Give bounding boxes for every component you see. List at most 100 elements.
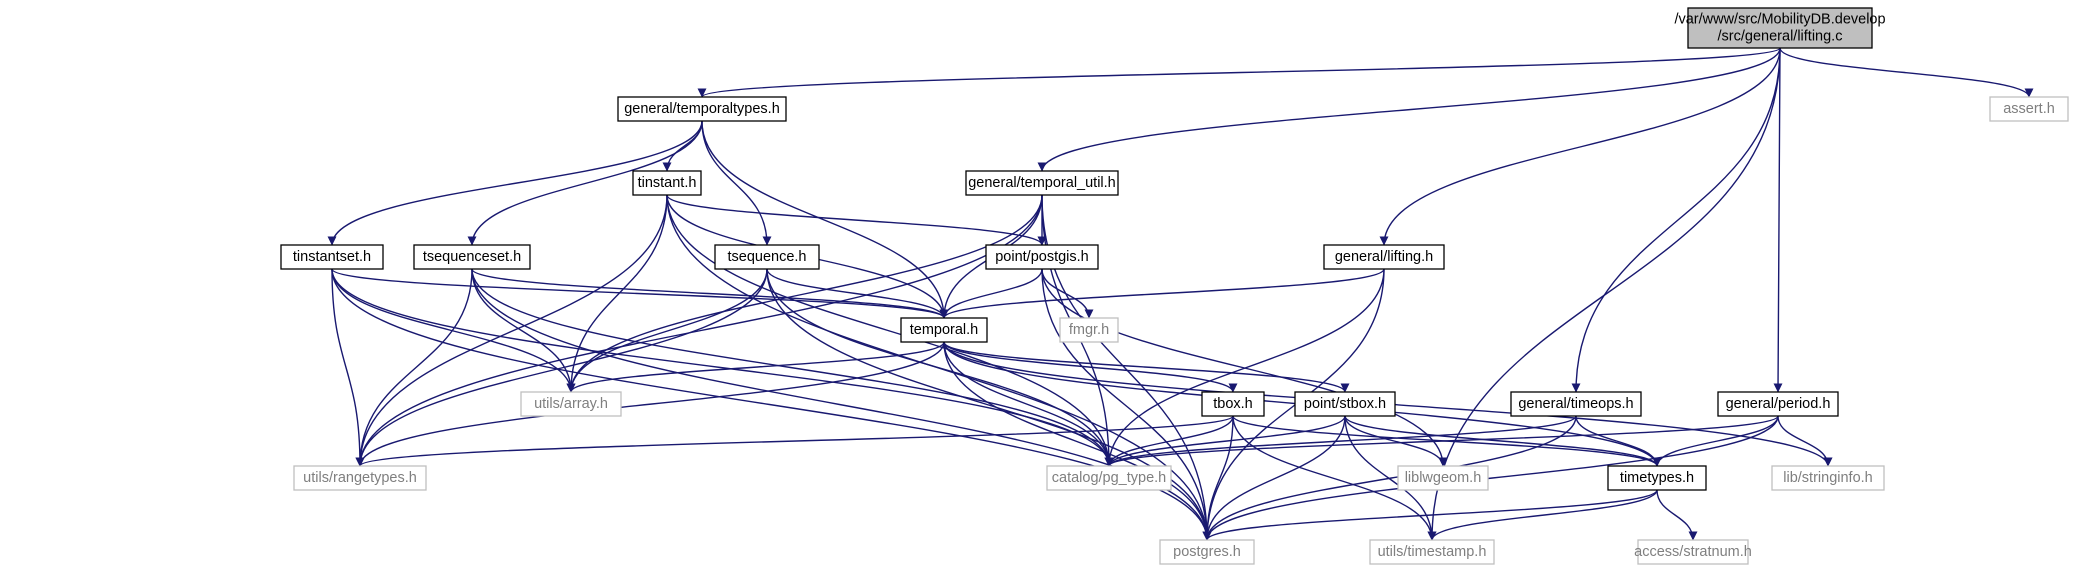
node-postgres: postgres.h (1159, 539, 1255, 565)
edge-postgis-to-postgres (1041, 268, 1212, 541)
node-timestamp: utils/timestamp.h (1369, 539, 1495, 565)
node-box (1717, 391, 1839, 417)
node-box (1989, 96, 2069, 122)
node-tinstantset[interactable]: tinstantset.h (280, 244, 384, 270)
node-label: /var/www/src/MobilityDB.develop (1674, 12, 1885, 28)
edge-lifting_c-to-timestamp (1427, 47, 1781, 541)
node-box (1510, 391, 1642, 417)
edge-temporal-to-pg_type (943, 341, 1114, 467)
edge-tsequenceset-to-pg_type (471, 268, 1114, 467)
edge-tbox-to-pg_type (1104, 415, 1234, 467)
node-box (1687, 7, 1873, 49)
node-temporaltypes[interactable]: general/temporaltypes.h (617, 96, 787, 122)
node-box (1369, 539, 1495, 565)
edge-tbox-to-timestamp (1232, 415, 1437, 541)
edge-temporal-to-array (566, 341, 945, 393)
node-label: timetypes.h (1620, 470, 1694, 486)
node-box (1046, 465, 1172, 491)
edge-temporal-to-tbox (943, 341, 1238, 393)
edge-lifting_c-to-temporaltypes (697, 47, 1781, 98)
edge-stbox-to-liblwgeom (1344, 415, 1448, 467)
node-box (280, 244, 384, 270)
node-box (1637, 539, 1749, 565)
node-box (1323, 244, 1445, 270)
node-box (1294, 391, 1396, 417)
edge-temporal-to-postgres (943, 341, 1212, 541)
edge-tsequence-to-postgres (766, 268, 1212, 541)
edge-stbox-to-postgres (1202, 415, 1346, 541)
node-liblwgeom: liblwgeom.h (1397, 465, 1489, 491)
edge-tinstant-to-rangetypes (355, 194, 668, 467)
node-temporal-util[interactable]: general/temporal_util.h (965, 170, 1119, 196)
edge-temporaltypes-to-tinstant (662, 120, 703, 172)
node-label: temporal.h (910, 322, 979, 338)
node-timetypes[interactable]: timetypes.h (1607, 465, 1707, 491)
edge-tinstant-to-array (566, 194, 668, 393)
node-label: point/postgis.h (995, 249, 1089, 265)
edge-lifting_c-to-period (1773, 47, 1783, 393)
node-tinstant[interactable]: tinstant.h (632, 170, 702, 196)
node-label: general/period.h (1726, 396, 1831, 412)
node-lifting-h[interactable]: general/lifting.h (1323, 244, 1445, 270)
node-period[interactable]: general/period.h (1717, 391, 1839, 417)
node-box (965, 170, 1119, 196)
node-box (617, 96, 787, 122)
edge-tsequence-to-pg_type (766, 268, 1114, 467)
node-temporal[interactable]: temporal.h (900, 317, 988, 343)
node-box (900, 317, 988, 343)
node-stratnum: access/stratnum.h (1634, 539, 1752, 565)
node-rangetypes: utils/rangetypes.h (293, 465, 427, 491)
node-label: general/temporal_util.h (968, 175, 1116, 191)
node-label: tsequenceset.h (423, 249, 521, 265)
edge-tsequence-to-rangetypes (355, 268, 768, 467)
node-label: tinstant.h (638, 175, 697, 191)
edge-timeops-to-pg_type (1104, 415, 1577, 467)
node-tsequence[interactable]: tsequence.h (714, 244, 820, 270)
edge-period-to-timetypes (1652, 415, 1779, 467)
node-box (1771, 465, 1885, 491)
edge-tsequenceset-to-array (471, 268, 576, 393)
node-label: lib/stringinfo.h (1783, 470, 1872, 486)
node-label: tsequence.h (727, 249, 806, 265)
node-array: utils/array.h (520, 391, 622, 417)
node-box (1201, 391, 1265, 417)
edge-tinstantset-to-temporal (331, 268, 949, 319)
node-box (1059, 317, 1119, 343)
node-box (1159, 539, 1255, 565)
node-label: liblwgeom.h (1405, 470, 1482, 486)
node-label: access/stratnum.h (1634, 544, 1752, 560)
edge-timetypes-to-postgres (1202, 489, 1658, 541)
node-tsequenceset[interactable]: tsequenceset.h (413, 244, 531, 270)
node-postgis[interactable]: point/postgis.h (985, 244, 1099, 270)
node-box (293, 465, 427, 491)
file-nodes: /var/www/src/MobilityDB.develop/src/gene… (280, 7, 2069, 565)
edge-tsequence-to-array (566, 268, 768, 393)
edge-tsequenceset-to-rangetypes (355, 268, 473, 467)
node-label: /src/general/lifting.c (1718, 29, 1843, 45)
node-label: general/lifting.h (1335, 249, 1433, 265)
node-pg-type: catalog/pg_type.h (1046, 465, 1172, 491)
edge-lifting_h-to-temporal (939, 268, 1385, 319)
node-box (714, 244, 820, 270)
node-label: tinstantset.h (293, 249, 371, 265)
node-label: utils/rangetypes.h (303, 470, 417, 486)
node-timeops[interactable]: general/timeops.h (1510, 391, 1642, 417)
node-tbox[interactable]: tbox.h (1201, 391, 1265, 417)
edge-temporal-to-rangetypes (355, 341, 945, 467)
node-assert: assert.h (1989, 96, 2069, 122)
edge-tinstant-to-pg_type (666, 194, 1114, 467)
edge-timeops-to-postgres (1202, 415, 1577, 541)
node-label: general/timeops.h (1518, 396, 1633, 412)
node-label: assert.h (2003, 101, 2055, 117)
node-label: utils/timestamp.h (1378, 544, 1487, 560)
node-label: postgres.h (1173, 544, 1241, 560)
node-stringinfo: lib/stringinfo.h (1771, 465, 1885, 491)
edge-temporaltypes-to-tinstantset (327, 120, 703, 246)
node-stbox[interactable]: point/stbox.h (1294, 391, 1396, 417)
node-label: tbox.h (1213, 396, 1253, 412)
node-fmgr: fmgr.h (1059, 317, 1119, 343)
node-label: utils/array.h (534, 396, 608, 412)
edge-lifting_c-to-timeops (1571, 47, 1781, 393)
edge-tbox-to-rangetypes (355, 415, 1234, 467)
